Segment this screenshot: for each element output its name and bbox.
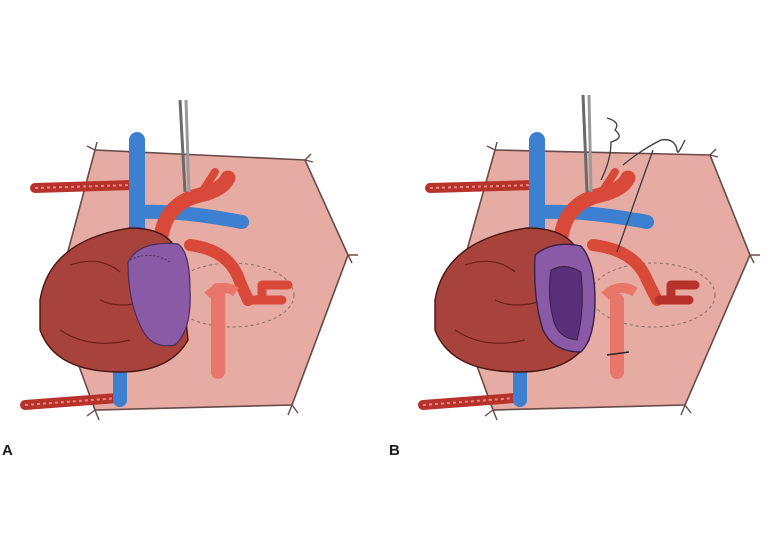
panel-label-a: A: [2, 442, 13, 459]
drain-tube-lower: [418, 393, 520, 410]
panel-label-b: B: [389, 442, 400, 459]
drape-retractor-hooks: [484, 141, 760, 421]
drain-tube-lower: [20, 393, 123, 410]
drape-retractor-hooks: [86, 141, 358, 421]
pulmonary-artery: [184, 239, 254, 306]
forceps-icon: [178, 99, 191, 193]
forceps-icon: [581, 94, 593, 193]
surgical-illustration-a: [20, 99, 358, 421]
innominate-vein: [530, 204, 654, 229]
innominate-vein: [130, 204, 249, 229]
panel-b: B: [385, 0, 770, 550]
pulmonary-branch: [654, 280, 700, 305]
suture-icon: [600, 117, 686, 253]
surgical-illustration-b: [418, 94, 760, 421]
drain-tube-upper: [425, 180, 540, 193]
thymus-tissue: [127, 242, 191, 347]
pulmonary-branch: [245, 280, 293, 305]
pulmonary-artery: [587, 239, 663, 306]
panel-a: A: [2, 99, 358, 459]
